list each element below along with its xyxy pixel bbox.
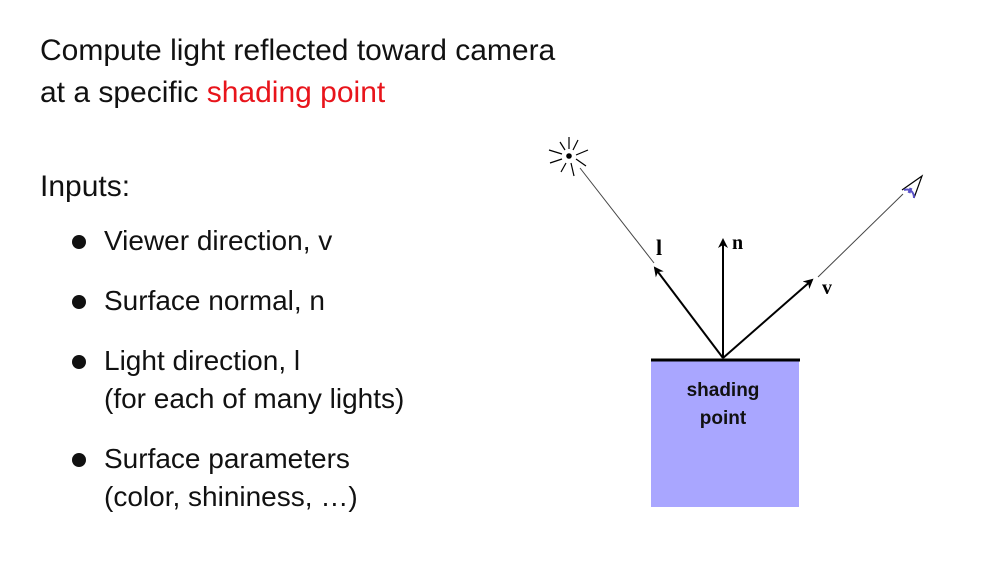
inputs-heading: Inputs: [40,170,131,203]
bullet-icon [72,235,86,249]
list-item-surface-normal: Surface normal, n [70,282,510,320]
list-item-text: Surface parameters [104,443,350,474]
bullet-icon [72,453,86,467]
eye-icon [901,174,924,199]
bullet-icon [72,355,86,369]
list-item-subtext: (for each of many lights) [104,383,405,414]
title-line-2-prefix: at a specific [40,76,207,109]
list-item-surface-parameters: Surface parameters (color, shininess, …) [70,440,510,516]
list-item-light-direction: Light direction, l (for each of many lig… [70,342,510,418]
light-vector-label: l [656,235,662,260]
list-item-subtext: (color, shininess, …) [104,481,358,512]
light-ray [579,167,655,264]
title-line-1: Compute light reflected toward camera [40,34,556,67]
title-highlight: shading point [206,76,386,109]
view-vector-label: v [822,277,832,299]
bullet-icon [72,295,86,309]
list-item-text: Light direction, l [104,345,301,376]
list-item-text: Viewer direction, v [104,225,333,256]
inputs-list: Viewer direction, v Surface normal, n Li… [70,222,510,538]
shading-point-box [651,360,799,507]
light-vector-arrow [653,266,724,359]
view-vector-arrow [722,278,814,359]
list-item-viewer-direction: Viewer direction, v [70,222,510,260]
list-item-text: Surface normal, n [104,285,325,316]
box-label-line-1: shading [687,380,760,401]
slide-title: Compute light reflected toward camera at… [40,30,555,114]
shading-diagram: shading point l n v [548,137,924,507]
view-ray [817,193,904,278]
normal-vector-label: n [732,232,743,254]
light-source-icon [548,137,589,177]
box-label-line-2: point [700,408,747,429]
